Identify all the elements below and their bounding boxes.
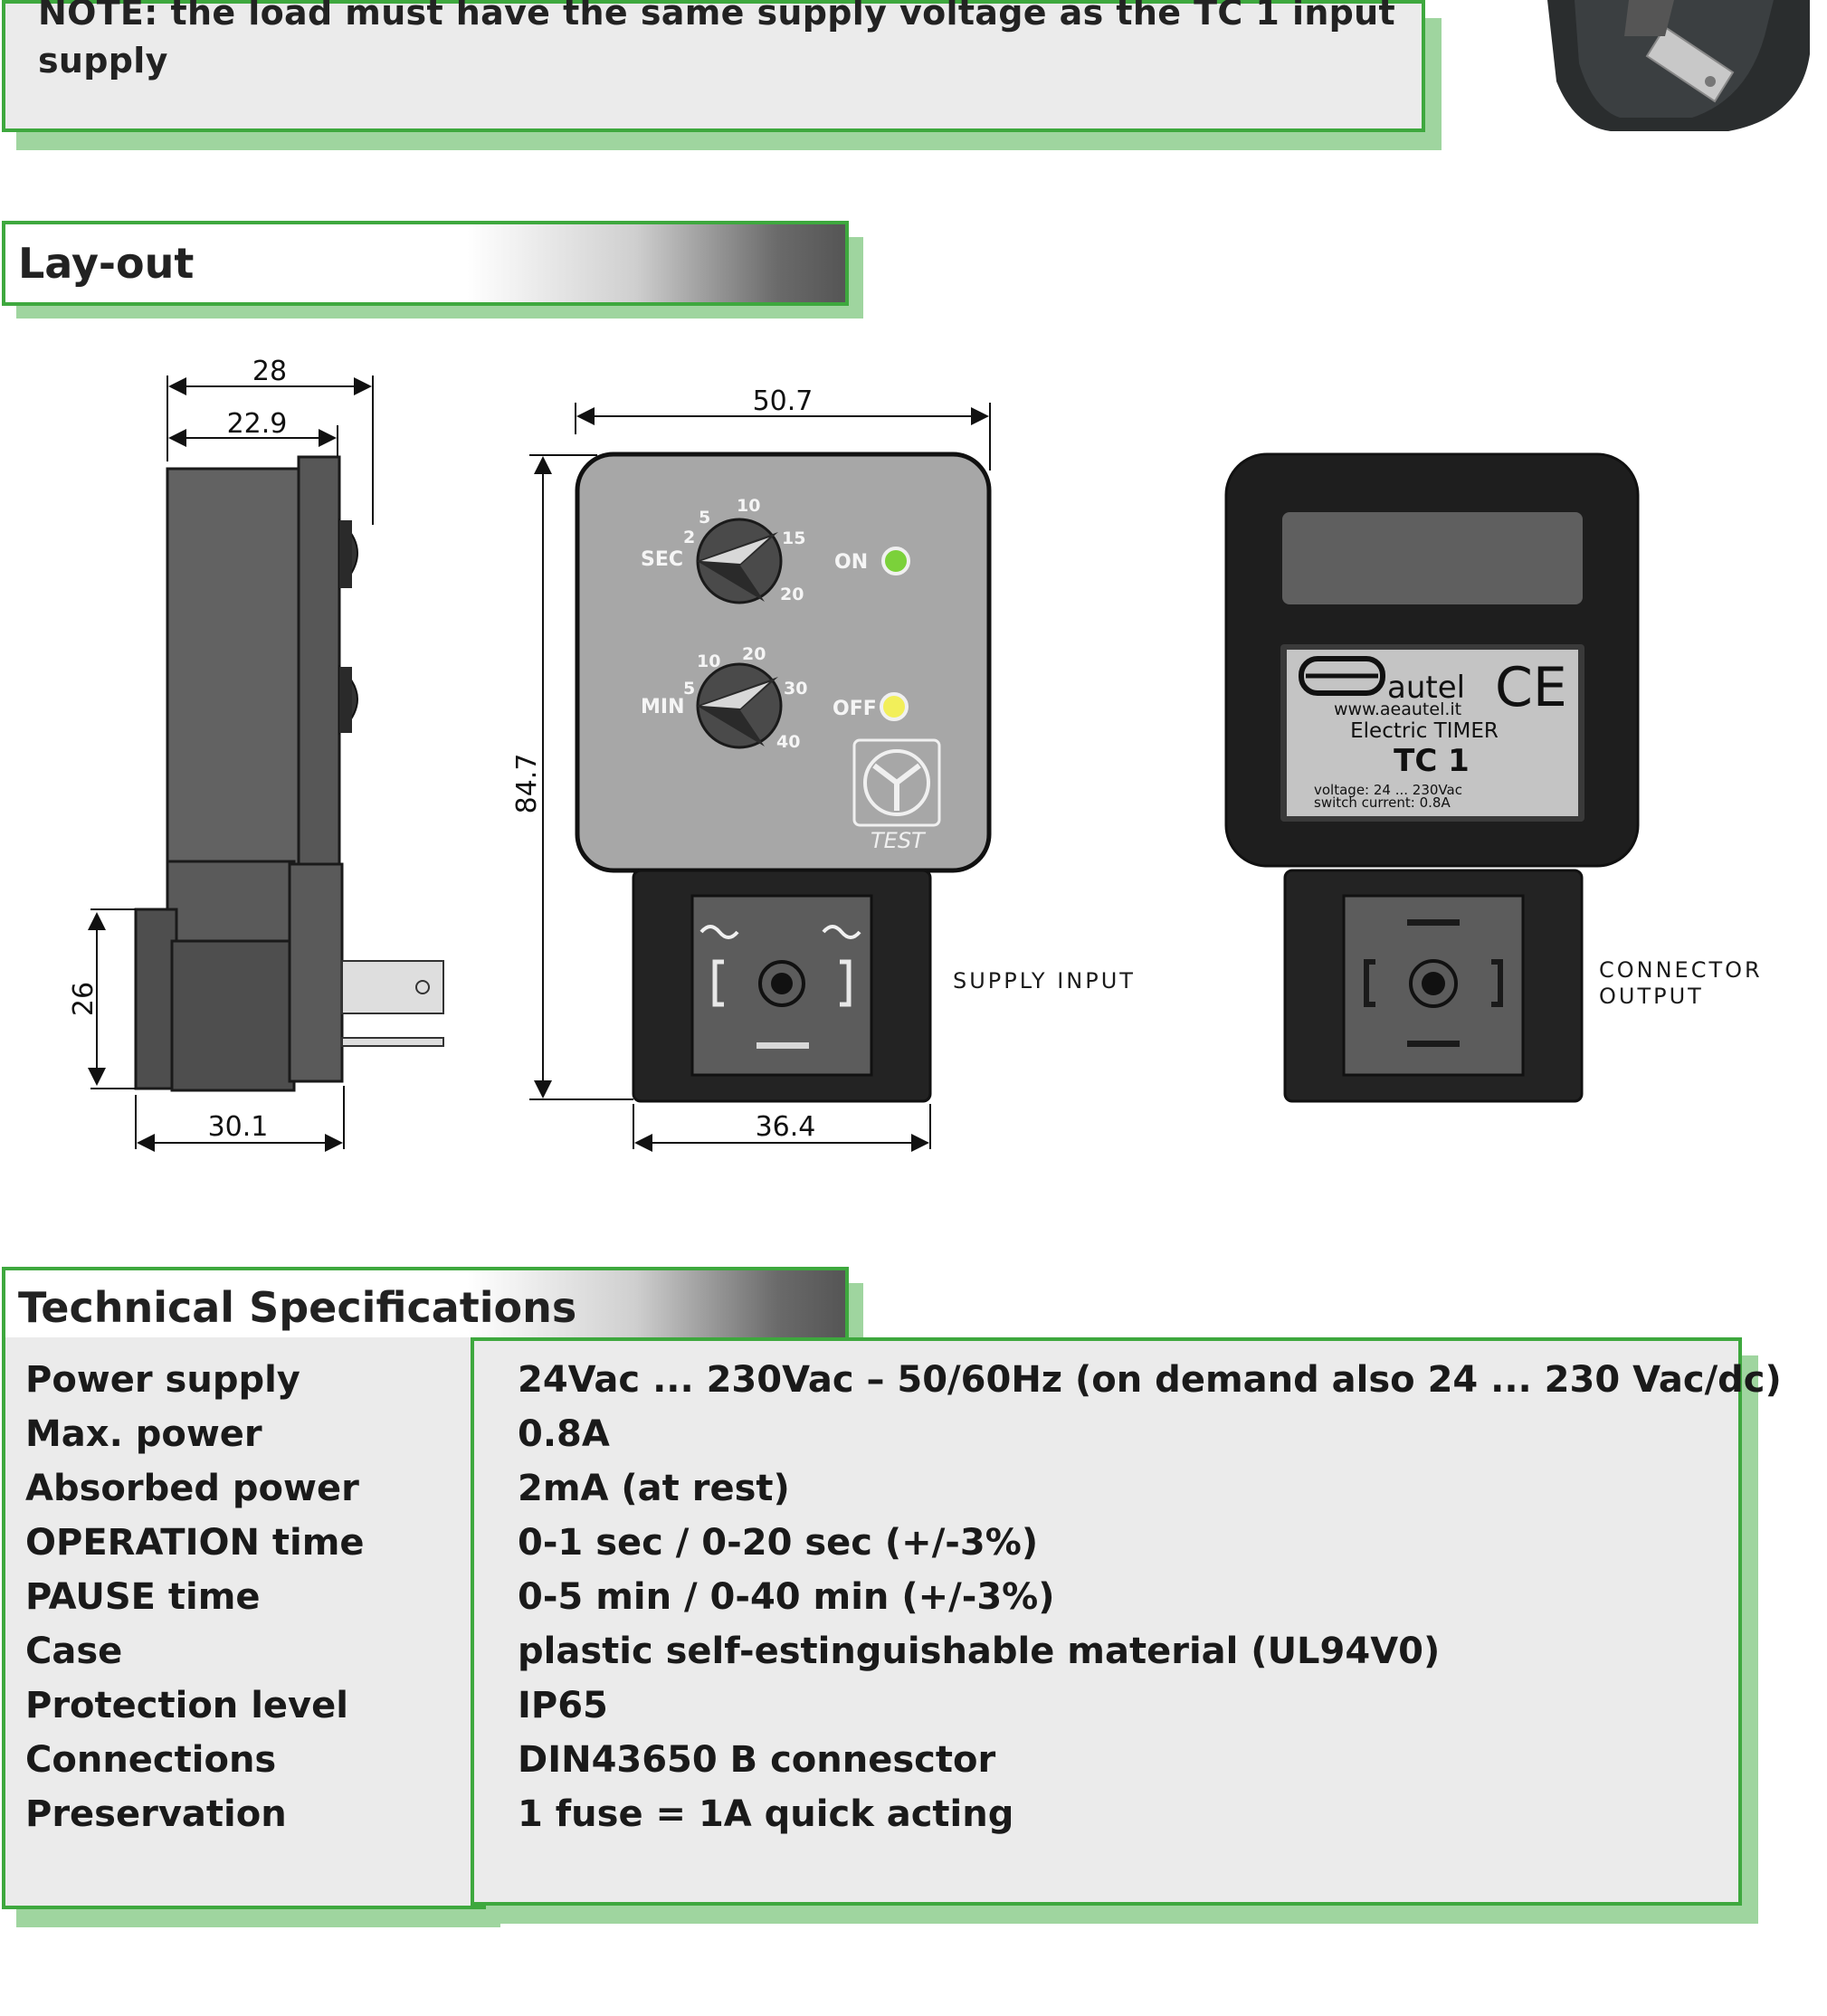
dim-84-7: 84.7 bbox=[511, 754, 543, 814]
side-view: 28 22.9 26 30.1 bbox=[68, 356, 444, 1152]
ac-symbol-icon bbox=[699, 925, 739, 939]
spec-value: plastic self-estinguishable material (UL… bbox=[518, 1631, 1441, 1672]
spec-label: Protection level bbox=[25, 1685, 348, 1726]
back-view: ae autel CE www.aeautel.it Electric TIME… bbox=[1224, 452, 1763, 1103]
min-scale-10: 10 bbox=[697, 651, 720, 671]
product-line: Electric TIMER bbox=[1350, 719, 1499, 743]
ce-mark: CE bbox=[1495, 656, 1567, 719]
specs-labels-panel bbox=[2, 1337, 486, 1909]
dim-28: 28 bbox=[252, 356, 287, 387]
autel-logo: ae bbox=[1299, 656, 1385, 696]
product-photo bbox=[1547, 0, 1810, 131]
spec-label: Case bbox=[25, 1631, 123, 1672]
off-led-icon bbox=[880, 692, 909, 721]
spec-value: 24Vac ... 230Vac – 50/60Hz (on demand al… bbox=[518, 1359, 1782, 1401]
spec-label: Absorbed power bbox=[25, 1468, 359, 1509]
sec-scale-15: 15 bbox=[782, 528, 805, 548]
min-knob[interactable] bbox=[696, 662, 783, 749]
spec-value: 1 fuse = 1A quick acting bbox=[518, 1793, 1014, 1835]
min-scale-40: 40 bbox=[776, 732, 800, 752]
sec-scale-10: 10 bbox=[737, 496, 760, 516]
dim-26: 26 bbox=[68, 982, 100, 1016]
ac-symbol-icon bbox=[822, 925, 861, 939]
layout-header: Lay-out bbox=[2, 221, 849, 306]
on-led-icon bbox=[881, 547, 910, 575]
test-label: TEST bbox=[871, 828, 927, 853]
off-label: OFF bbox=[833, 698, 877, 720]
min-scale-5: 5 bbox=[683, 679, 695, 699]
specs-header: Technical Specifications bbox=[2, 1267, 849, 1341]
min-scale-30: 30 bbox=[784, 679, 807, 699]
min-scale-20: 20 bbox=[742, 644, 766, 664]
sec-scale-5: 5 bbox=[699, 508, 710, 528]
spec-label: Connections bbox=[25, 1739, 277, 1781]
sec-scale-20: 20 bbox=[780, 585, 804, 604]
layout-drawings: 28 22.9 26 30.1 50.7 84.7 bbox=[68, 356, 1763, 1152]
note-box: NOTE: the load must have the same supply… bbox=[2, 0, 1425, 132]
spec-value: 2mA (at rest) bbox=[518, 1468, 790, 1509]
connector-label: CONNECTOR bbox=[1599, 957, 1763, 983]
spec-value: IP65 bbox=[518, 1685, 608, 1726]
dim-22-9: 22.9 bbox=[227, 408, 288, 440]
output-label: OUTPUT bbox=[1599, 984, 1704, 1009]
spec-value: 0-1 sec / 0-20 sec (+/-3%) bbox=[518, 1522, 1039, 1564]
dim-36-4: 36.4 bbox=[756, 1111, 816, 1143]
brand-url: www.aeautel.it bbox=[1334, 699, 1461, 719]
spec-label: Max. power bbox=[25, 1413, 262, 1455]
voltage-rating: voltage: 24 ... 230Vac bbox=[1314, 782, 1462, 798]
dim-50-7: 50.7 bbox=[753, 385, 814, 417]
spec-value: 0-5 min / 0-40 min (+/-3%) bbox=[518, 1576, 1055, 1618]
spec-label: PAUSE time bbox=[25, 1576, 261, 1618]
spec-label: OPERATION time bbox=[25, 1522, 365, 1564]
specs-title: Technical Specifications bbox=[18, 1283, 577, 1332]
specs-values-panel bbox=[471, 1337, 1742, 1906]
front-view: 50.7 84.7 SEC 2 5 10 15 20 ON MIN 5 10 2… bbox=[511, 385, 1136, 1152]
sec-label: SEC bbox=[641, 548, 683, 571]
dim-30-1: 30.1 bbox=[208, 1111, 269, 1143]
spec-value: DIN43650 B connesctor bbox=[518, 1739, 996, 1781]
switch-current-rating: switch current: 0.8A bbox=[1314, 794, 1451, 811]
spec-value: 0.8A bbox=[518, 1413, 610, 1455]
sec-scale-2: 2 bbox=[683, 528, 695, 547]
min-label: MIN bbox=[641, 696, 685, 718]
note-text: NOTE: the load must have the same supply… bbox=[38, 0, 1395, 81]
sec-knob[interactable] bbox=[696, 518, 783, 604]
brand-name: autel bbox=[1387, 670, 1465, 706]
test-button[interactable] bbox=[852, 738, 941, 827]
model-name: TC 1 bbox=[1394, 743, 1470, 779]
supply-input-label: SUPPLY INPUT bbox=[953, 968, 1136, 994]
on-label: ON bbox=[834, 551, 868, 574]
layout-title: Lay-out bbox=[18, 239, 195, 288]
spec-label: Preservation bbox=[25, 1793, 287, 1835]
spec-label: Power supply bbox=[25, 1359, 300, 1401]
